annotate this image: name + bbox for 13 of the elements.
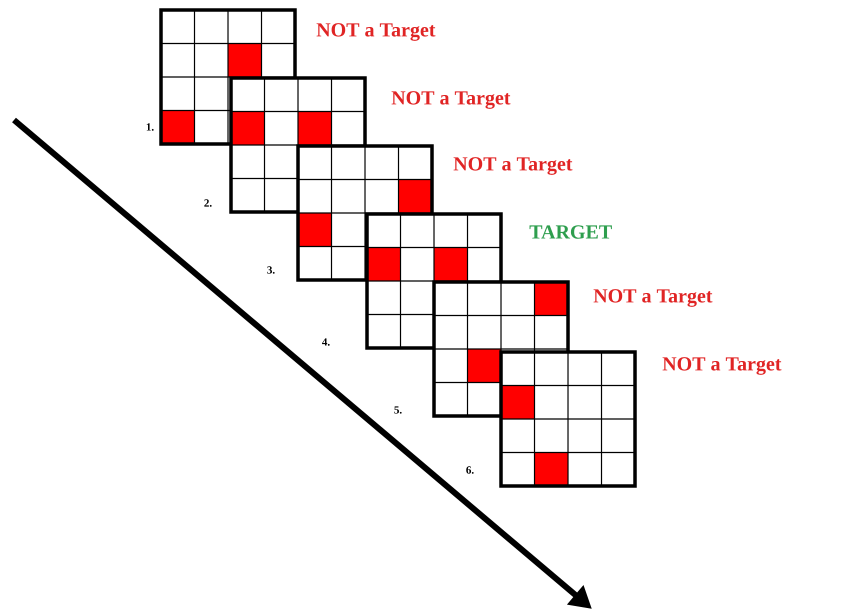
item-number: 4. <box>322 338 330 346</box>
item-number: 5. <box>394 406 402 414</box>
item-number: 3. <box>267 266 275 274</box>
item-number: 1. <box>146 123 154 131</box>
result-label: NOT a Target <box>316 23 436 41</box>
item-number: 6. <box>466 466 474 474</box>
result-label: NOT a Target <box>454 157 572 175</box>
result-label: NOT a Target <box>392 91 510 109</box>
item-number: 2. <box>204 199 212 207</box>
grid <box>499 350 637 488</box>
result-label: NOT a Target <box>594 289 712 307</box>
result-label: NOT a Target <box>662 357 782 375</box>
result-label: TARGET <box>530 225 612 239</box>
